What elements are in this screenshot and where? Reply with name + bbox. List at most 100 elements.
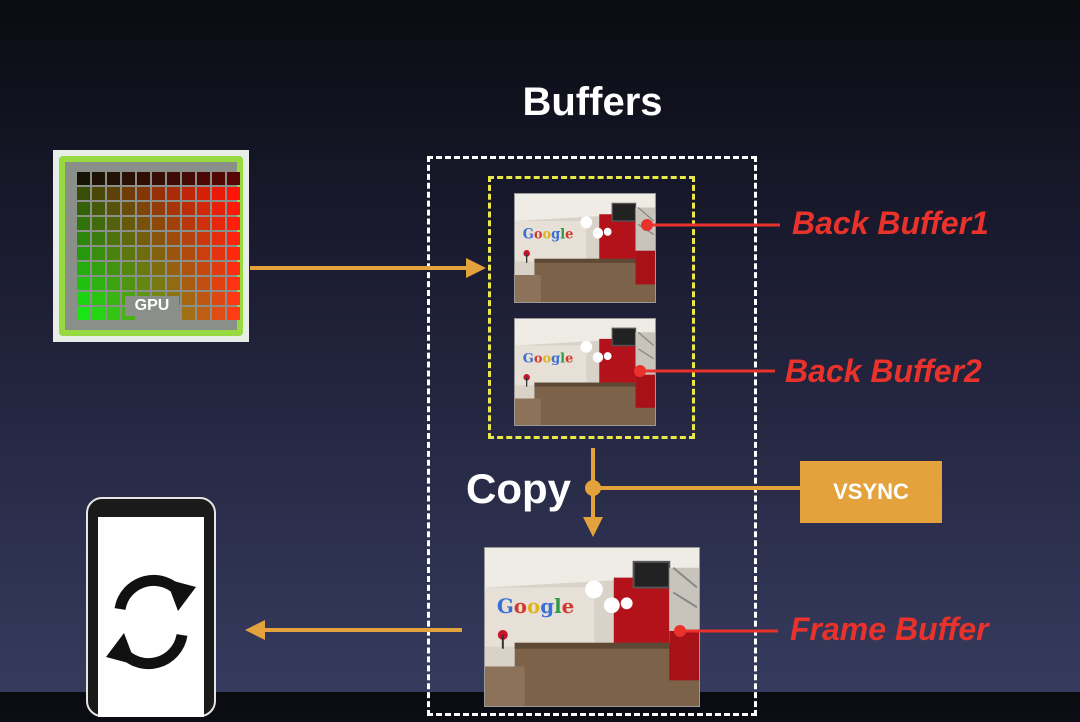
copy-arrowhead — [583, 517, 603, 537]
gpu-core-cell — [122, 247, 135, 260]
gpu-core-cell — [122, 232, 135, 245]
gpu-core-cell — [167, 172, 180, 185]
gpu-core-cell — [137, 247, 150, 260]
gpu-core-cell — [182, 172, 195, 185]
vsync-junction-dot — [585, 480, 601, 496]
gpu-core-cell — [77, 217, 90, 230]
gpu-core-cell — [92, 247, 105, 260]
gpu-core-cell — [212, 187, 225, 200]
gpu-core-cell — [137, 187, 150, 200]
gpu-core-cell — [137, 277, 150, 290]
gpu-core-cell — [227, 262, 240, 275]
gpu-core-cell — [212, 202, 225, 215]
gpu-core-cell — [182, 277, 195, 290]
gpu-core-cell — [77, 262, 90, 275]
diagram-title: Buffers — [522, 80, 663, 124]
gpu-core-cell — [107, 172, 120, 185]
refresh-icon — [106, 574, 196, 670]
connectors — [245, 219, 800, 640]
gpu-core-cell — [92, 262, 105, 275]
gpu-core-grid — [77, 172, 240, 320]
gpu-core-cell — [167, 202, 180, 215]
gpu-core-cell — [77, 187, 90, 200]
gpu-core-cell — [227, 292, 240, 305]
gpu-chip-icon: GPU — [53, 150, 249, 342]
gpu-core-cell — [122, 172, 135, 185]
gpu-core-cell — [197, 307, 210, 320]
gpu-core-cell — [92, 232, 105, 245]
gpu-core-cell — [152, 172, 165, 185]
gpu-core-cell — [212, 217, 225, 230]
gpu-core-cell — [182, 292, 195, 305]
gpu-core-cell — [107, 292, 120, 305]
gpu-core-cell — [137, 232, 150, 245]
svg-text:Google: Google — [497, 594, 574, 618]
gpu-core-cell — [182, 202, 195, 215]
gpu-core-cell — [197, 292, 210, 305]
gpu-core-cell — [137, 202, 150, 215]
gpu-core-cell — [92, 292, 105, 305]
gpu-core-cell — [137, 217, 150, 230]
gpu-core-cell — [92, 172, 105, 185]
vsync-box: VSYNC — [800, 461, 942, 523]
gpu-core-cell — [152, 187, 165, 200]
gpu-core-cell — [227, 202, 240, 215]
gpu-label: GPU — [125, 296, 179, 316]
gpu-core-cell — [77, 232, 90, 245]
phone-screen — [98, 517, 204, 717]
gpu-core-cell — [227, 307, 240, 320]
smartphone-icon — [86, 497, 216, 717]
frame-buffer-label: Frame Buffer — [790, 611, 989, 647]
back-buffer-2-image: Google — [514, 318, 656, 426]
gpu-core-cell — [92, 217, 105, 230]
gpu-core-cell — [77, 292, 90, 305]
gpu-core-cell — [212, 247, 225, 260]
gpu-core-cell — [182, 187, 195, 200]
gpu-core-cell — [152, 262, 165, 275]
gpu-core-cell — [107, 202, 120, 215]
gpu-core-cell — [212, 262, 225, 275]
gpu-core-cell — [182, 262, 195, 275]
gpu-core-cell — [152, 277, 165, 290]
gpu-core-cell — [212, 232, 225, 245]
gpu-core-cell — [197, 277, 210, 290]
gpu-core-cell — [152, 232, 165, 245]
gpu-core-cell — [167, 232, 180, 245]
gpu-core-cell — [77, 172, 90, 185]
gpu-core-cell — [167, 262, 180, 275]
gpu-to-buffer-arrowhead — [466, 258, 486, 278]
gpu-core-cell — [197, 262, 210, 275]
gpu-core-cell — [227, 232, 240, 245]
gpu-core-cell — [92, 202, 105, 215]
gpu-core-cell — [107, 232, 120, 245]
gpu-core-cell — [77, 247, 90, 260]
gpu-core-cell — [122, 202, 135, 215]
gpu-core-cell — [77, 202, 90, 215]
gpu-core-cell — [197, 217, 210, 230]
copy-label: Copy — [466, 465, 571, 512]
gpu-core-cell — [152, 217, 165, 230]
back-buffer-1-label: Back Buffer1 — [792, 205, 989, 241]
frame-to-display-arrowhead — [245, 620, 265, 640]
gpu-core-cell — [137, 262, 150, 275]
gpu-core-cell — [122, 217, 135, 230]
gpu-core-cell — [167, 247, 180, 260]
gpu-core-cell — [107, 262, 120, 275]
gpu-core-cell — [227, 247, 240, 260]
gpu-core-cell — [212, 307, 225, 320]
gpu-core-cell — [212, 172, 225, 185]
gpu-core-cell — [122, 277, 135, 290]
gpu-core-cell — [167, 217, 180, 230]
gpu-core-cell — [227, 277, 240, 290]
gpu-core-cell — [167, 187, 180, 200]
gpu-core-cell — [92, 277, 105, 290]
gpu-core-cell — [197, 247, 210, 260]
gpu-core-cell — [227, 187, 240, 200]
gpu-core-cell — [212, 292, 225, 305]
gpu-core-cell — [122, 187, 135, 200]
gpu-core-cell — [107, 307, 120, 320]
gpu-core-cell — [107, 247, 120, 260]
gpu-core-cell — [182, 307, 195, 320]
gpu-core-cell — [227, 217, 240, 230]
gpu-core-cell — [197, 202, 210, 215]
